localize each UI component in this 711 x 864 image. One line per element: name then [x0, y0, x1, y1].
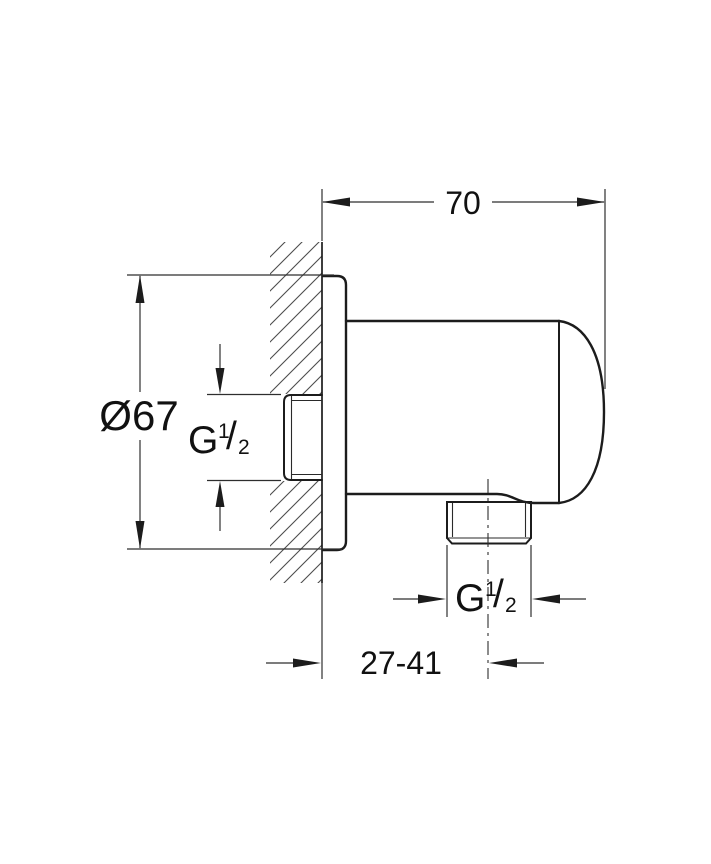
outlet-thread-outline — [446, 501, 532, 539]
thread-prefix: G — [188, 419, 218, 462]
wall-section — [268, 242, 348, 583]
arrowhead-down — [135, 521, 145, 549]
dim-depth-range-27-41: 27-41 — [266, 583, 544, 681]
thread-denominator: 2 — [505, 594, 517, 617]
inlet-thread-label: G 1 / 2 — [188, 415, 250, 462]
thread-numerator: 1 — [218, 420, 230, 443]
width-dimension-label: 70 — [445, 185, 481, 221]
arrowhead-right — [293, 658, 321, 668]
depth-range-label: 27-41 — [360, 645, 442, 681]
thread-denominator: 2 — [238, 436, 250, 459]
dim-flange-diameter-67: Ø67 — [99, 274, 342, 550]
inlet-thread-outline — [283, 394, 323, 481]
thread-numerator: 1 — [485, 578, 497, 601]
dim-outlet-thread-g12: G 1 / 2 — [393, 545, 586, 620]
arrowhead-right — [418, 594, 446, 604]
outlet-thread-chamfered-end — [446, 537, 532, 545]
flange — [322, 274, 348, 552]
thread-prefix: G — [455, 577, 485, 620]
dim-inlet-thread-g12: G 1 / 2 — [188, 344, 281, 531]
arrowhead-up — [215, 481, 225, 507]
body — [344, 319, 606, 505]
inlet-thread — [283, 394, 323, 481]
arrowhead-left — [489, 658, 517, 668]
arrowhead-right — [577, 197, 605, 207]
thread-slash: / — [493, 573, 504, 616]
arrowhead-up — [135, 275, 145, 303]
wall-thread-opening — [268, 394, 322, 481]
outlet-thread-label: G 1 / 2 — [455, 573, 517, 620]
body-bottom-edge — [344, 492, 561, 505]
arrowhead-left — [532, 594, 560, 604]
arrowhead-left — [322, 197, 350, 207]
end-cap — [557, 319, 606, 505]
arrowhead-down — [215, 368, 225, 394]
thread-slash: / — [226, 415, 237, 458]
diameter-dimension-label: Ø67 — [99, 392, 178, 439]
dim-width-70: 70 — [321, 185, 606, 389]
outlet-thread — [446, 501, 532, 545]
